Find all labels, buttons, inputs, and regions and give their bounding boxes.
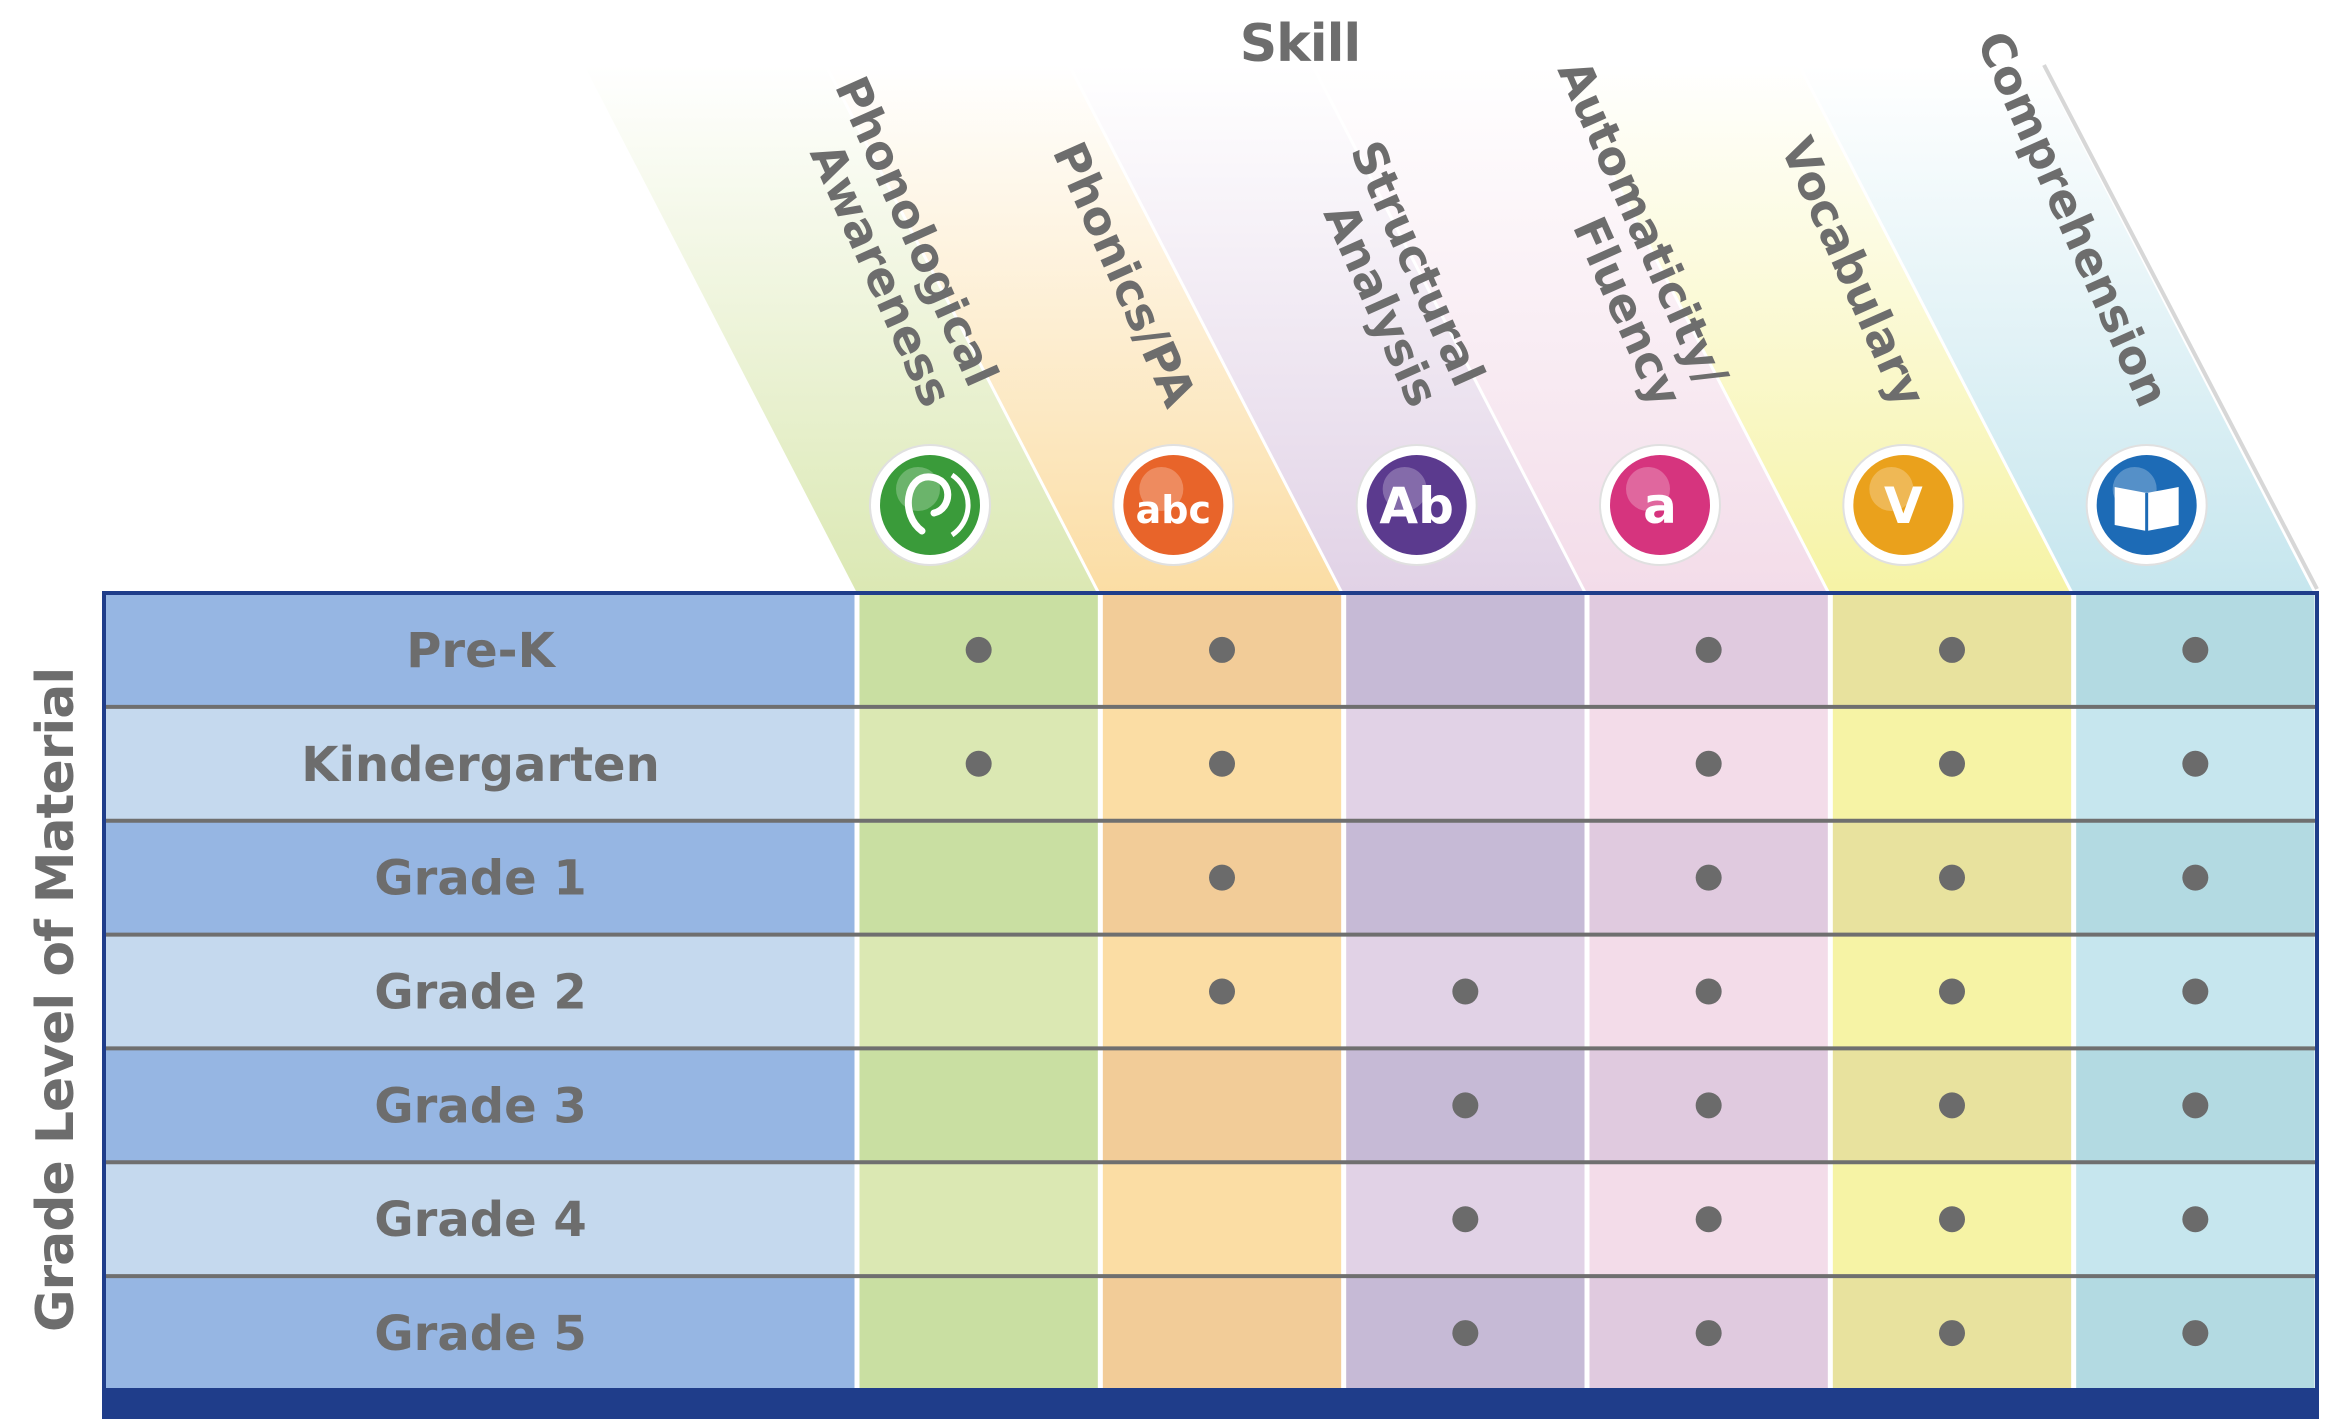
coverage-dot — [2182, 1206, 2209, 1233]
abc-icon — [1123, 455, 1224, 555]
coverage-dot — [965, 750, 992, 777]
ear-icon-shape — [904, 473, 952, 535]
grade-label-cell — [104, 706, 857, 821]
coverage-dot — [1939, 978, 1965, 1005]
grade-label: Kindergarten — [301, 737, 660, 793]
coverage-dot — [1939, 750, 1965, 777]
coverage-dot — [2182, 1320, 2209, 1347]
skill-header-title: Skill — [1239, 14, 1362, 74]
coverage-dot — [2182, 978, 2209, 1005]
grade-label-cell — [104, 934, 857, 1049]
abc-icon-shine — [1139, 467, 1184, 511]
coverage-dot — [1695, 636, 1722, 663]
coverage-dot — [1209, 978, 1235, 1005]
coverage-dot — [1452, 978, 1479, 1005]
sound-wave — [950, 472, 971, 538]
stopwatch-icon-shine — [1626, 467, 1670, 511]
stopwatch-icon — [1610, 455, 1710, 555]
matrix-cell — [1343, 593, 1587, 707]
coverage-dot — [1939, 636, 1965, 663]
coverage-dot — [1695, 1320, 1722, 1347]
coverage-dot — [1695, 864, 1722, 891]
coverage-dot — [1695, 978, 1722, 1005]
v-icon-shine — [1869, 467, 1914, 511]
grade-label: Grade 3 — [374, 1078, 586, 1134]
coverage-dot — [1695, 1092, 1722, 1119]
ab-magnifier-icon — [1366, 455, 1467, 555]
grade-label: Grade 2 — [374, 965, 586, 1021]
coverage-dot — [965, 636, 992, 663]
ab-magnifier-icon-glyph: Ab — [1379, 477, 1454, 535]
ear-icon-shine — [896, 467, 940, 511]
coverage-dot — [1209, 864, 1235, 891]
grade-label: Grade 1 — [374, 851, 586, 907]
matrix-cell — [1343, 706, 1587, 821]
stopwatch-icon-glyph: a — [1643, 477, 1677, 535]
grade-label-cell — [104, 1162, 857, 1277]
coverage-dot — [2182, 750, 2209, 777]
header-edge-line — [2042, 64, 2319, 590]
coverage-dot — [1939, 1206, 1965, 1233]
grade-label: Pre-K — [406, 623, 556, 679]
coverage-dot — [1695, 1206, 1722, 1233]
grade-label-cell — [104, 1276, 857, 1390]
grade-label: Grade 5 — [374, 1306, 586, 1362]
v-icon-glyph: V — [1884, 477, 1923, 535]
coverage-dot — [1939, 1320, 1965, 1347]
grade-label-cell — [104, 1048, 857, 1163]
coverage-dot — [2182, 1092, 2209, 1119]
coverage-dot — [2182, 864, 2209, 891]
abc-icon-glyph: abc — [1136, 488, 1211, 532]
matrix-cell — [857, 820, 1101, 935]
coverage-dot — [1452, 1092, 1479, 1119]
coverage-dot — [2182, 636, 2209, 663]
matrix-cell — [857, 934, 1101, 1049]
grade-label-cell — [104, 593, 857, 707]
coverage-dot — [1209, 636, 1235, 663]
matrix-cell — [1100, 1276, 1344, 1390]
matrix-cell — [857, 1162, 1101, 1277]
matrix-cell — [857, 1048, 1101, 1163]
matrix-cell — [1100, 1162, 1344, 1277]
table-footer-bar — [102, 1390, 2319, 1419]
coverage-dot — [1695, 750, 1722, 777]
matrix-cell — [1100, 1048, 1344, 1163]
coverage-dot — [1939, 864, 1965, 891]
matrix-cell — [1343, 820, 1587, 935]
grade-label: Grade 4 — [374, 1192, 586, 1248]
coverage-dot — [1452, 1320, 1479, 1347]
ab-magnifier-icon-shine — [1382, 467, 1427, 511]
coverage-dot — [1939, 1092, 1965, 1119]
matrix-cell — [857, 1276, 1101, 1390]
coverage-dot — [1452, 1206, 1479, 1233]
grade-label-cell — [104, 820, 857, 935]
coverage-dot — [1209, 750, 1235, 777]
v-icon — [1853, 455, 1954, 555]
